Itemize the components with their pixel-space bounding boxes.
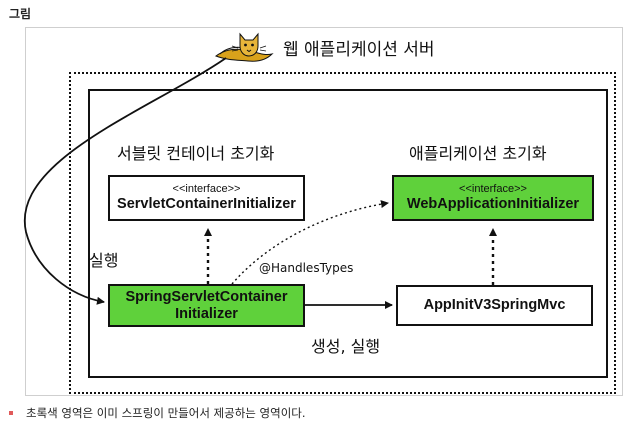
- figure-heading: 그림: [9, 7, 32, 21]
- box-name: ServletContainerInitializer: [117, 196, 296, 212]
- box-name-line2: Initializer: [175, 305, 238, 322]
- box-name: WebApplicationInitializer: [406, 196, 580, 212]
- server-title: 웹 애플리케이션 서버: [283, 40, 435, 60]
- app-init-v3-spring-mvc-box: AppInitV3SpringMvc: [396, 285, 593, 326]
- create-execute-label: 생성, 실행: [311, 337, 381, 356]
- section-title-servlet-init: 서블릿 컨테이너 초기화: [117, 144, 275, 163]
- caption-text: 초록색 영역은 이미 스프링이 만들어서 제공하는 영역이다.: [26, 406, 306, 420]
- container-boundary: [88, 89, 608, 378]
- bullet-icon: [9, 411, 13, 415]
- stereotype-label: <<interface>>: [172, 183, 241, 195]
- execute-label: 실행: [89, 251, 119, 270]
- section-title-app-init: 애플리케이션 초기화: [409, 144, 547, 163]
- caption-note: 초록색 영역은 이미 스프링이 만들어서 제공하는 영역이다.: [9, 405, 306, 421]
- spring-servlet-container-initializer-box: SpringServletContainer Initializer: [108, 284, 305, 327]
- web-app-server-boundary: [69, 72, 616, 394]
- web-application-initializer-box: <<interface>> WebApplicationInitializer: [392, 175, 594, 221]
- handles-types-label: @HandlesTypes: [259, 261, 354, 275]
- box-name-line1: SpringServletContainer: [125, 288, 288, 305]
- servlet-container-initializer-box: <<interface>> ServletContainerInitialize…: [108, 175, 305, 221]
- box-name: AppInitV3SpringMvc: [423, 297, 566, 313]
- stereotype-label: <<interface>>: [459, 183, 527, 195]
- tomcat-logo-icon: [214, 32, 274, 62]
